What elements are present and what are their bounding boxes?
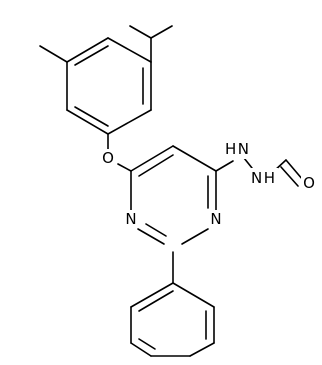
bond [130,145,174,172]
label-mask [123,210,139,228]
bond [145,223,167,237]
bonds [39,25,304,357]
bond [74,106,109,127]
bond [130,342,152,357]
bond [138,290,174,312]
bond [129,25,152,39]
carbonyl-oxygen-label: O [303,174,315,192]
bond [137,228,165,245]
bond [107,37,152,63]
bond [138,338,156,350]
label-mask [208,210,224,228]
bond [39,45,68,63]
hydrazine-nitrogen-b-label: N H [251,169,275,187]
bond [66,109,109,135]
bond [172,282,215,308]
bond [66,37,109,63]
bond [280,166,299,187]
bond [215,160,234,172]
label-mask [100,149,116,167]
bond [172,145,217,172]
pyrimidine-nitrogen-left-label: N [125,210,136,228]
bond [130,282,174,308]
bond [138,154,174,177]
bond [285,159,304,181]
bond [189,342,215,357]
bond [74,45,109,66]
bond [150,25,173,39]
bond [117,163,132,172]
pyrimidine-nitrogen-right-label: N [210,210,221,228]
bond [107,109,152,135]
label-mask [301,174,317,192]
ether-oxygen-label: O [102,149,114,167]
bond [181,228,209,245]
hydrazine-nitrogen-a-label: H N [225,140,249,158]
label-mask [248,168,278,188]
atom-labels: O N N H N N H O [100,139,317,228]
label-mask [222,139,252,159]
